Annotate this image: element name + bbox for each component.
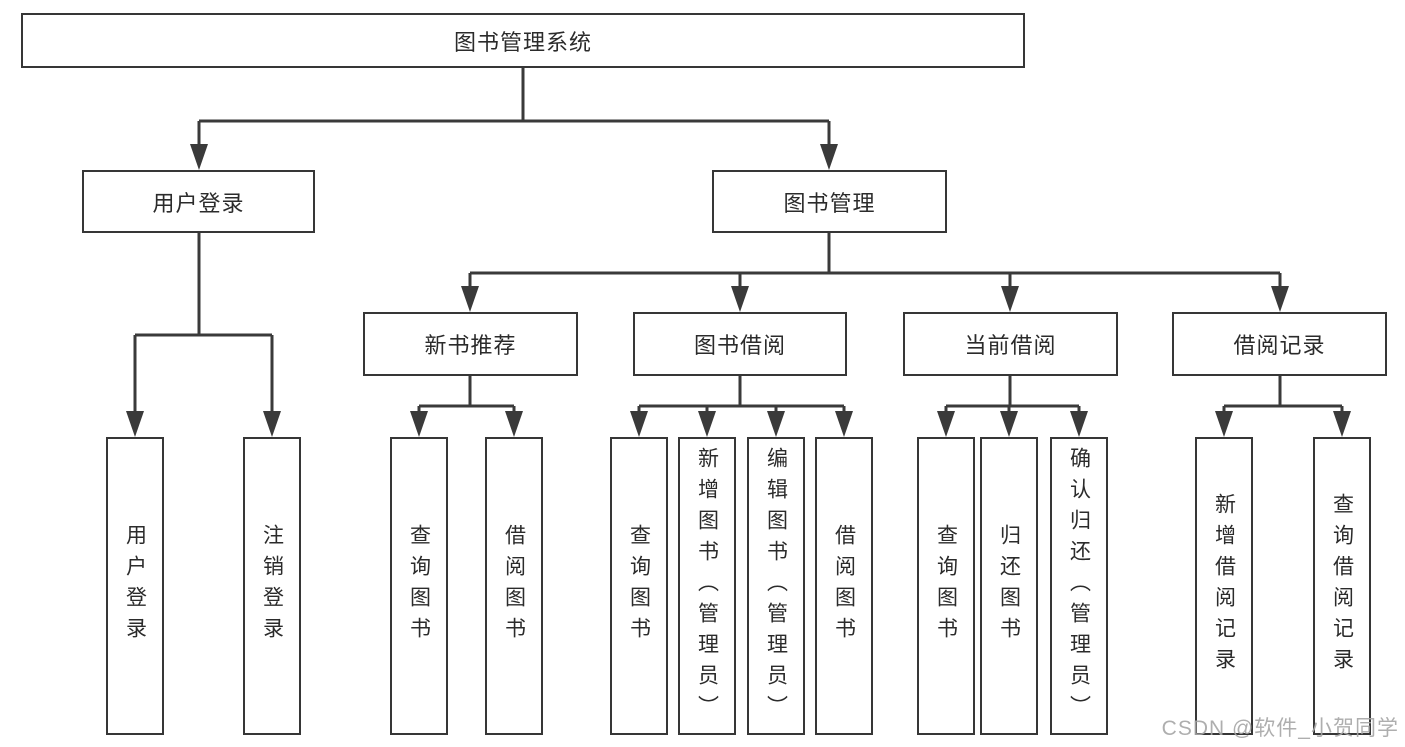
leaf-add-books-admin-label: 新增图书（管理员） bbox=[695, 446, 719, 726]
leaf-edit-books-admin-label: 编辑图书（管理员） bbox=[764, 446, 788, 726]
node-borrowing-records-label: 借阅记录 bbox=[1233, 333, 1326, 358]
leaf-borrow-books-recommend-label: 借阅图书 bbox=[502, 524, 526, 648]
leaf-borrow-books: 借阅图书 bbox=[815, 437, 873, 735]
node-book-management: 图书管理 bbox=[712, 170, 947, 233]
leaf-query-borrow-record: 查询借阅记录 bbox=[1313, 437, 1371, 735]
leaf-borrow-books-label: 借阅图书 bbox=[832, 524, 856, 648]
leaf-return-books-label: 归还图书 bbox=[997, 524, 1021, 648]
leaf-add-borrow-record-label: 新增借阅记录 bbox=[1212, 493, 1236, 679]
leaf-query-books-current: 查询图书 bbox=[917, 437, 975, 735]
leaf-confirm-return-admin: 确认归还（管理员） bbox=[1050, 437, 1108, 735]
leaf-user-login: 用户登录 bbox=[106, 437, 164, 735]
leaf-logout: 注销登录 bbox=[243, 437, 301, 735]
leaf-query-books-recommend-label: 查询图书 bbox=[407, 524, 431, 648]
leaf-query-borrow-record-label: 查询借阅记录 bbox=[1330, 493, 1354, 679]
node-current-borrowing-label: 当前借阅 bbox=[964, 333, 1057, 358]
leaf-confirm-return-admin-label: 确认归还（管理员） bbox=[1067, 446, 1091, 726]
node-book-borrowing: 图书借阅 bbox=[633, 312, 847, 376]
node-root-library-system: 图书管理系统 bbox=[21, 13, 1025, 68]
csdn-watermark: CSDN @软件_小贺同学 bbox=[1161, 717, 1399, 740]
node-book-management-label: 图书管理 bbox=[783, 190, 876, 216]
leaf-edit-books-admin: 编辑图书（管理员） bbox=[747, 437, 805, 735]
leaf-query-books-borrowing-label: 查询图书 bbox=[627, 524, 651, 648]
leaf-add-books-admin: 新增图书（管理员） bbox=[678, 437, 736, 735]
arrowhead-icons bbox=[126, 144, 1351, 437]
node-user-login-label: 用户登录 bbox=[152, 190, 245, 216]
leaf-logout-label: 注销登录 bbox=[260, 524, 284, 648]
leaf-return-books: 归还图书 bbox=[980, 437, 1038, 735]
node-borrowing-records: 借阅记录 bbox=[1172, 312, 1387, 376]
node-new-book-recommend: 新书推荐 bbox=[363, 312, 578, 376]
node-new-book-recommend-label: 新书推荐 bbox=[424, 333, 517, 358]
node-current-borrowing: 当前借阅 bbox=[903, 312, 1118, 376]
leaf-add-borrow-record: 新增借阅记录 bbox=[1195, 437, 1253, 735]
leaf-query-books-recommend: 查询图书 bbox=[390, 437, 448, 735]
leaf-borrow-books-recommend: 借阅图书 bbox=[485, 437, 543, 735]
leaf-query-books-borrowing: 查询图书 bbox=[610, 437, 668, 735]
leaf-user-login-label: 用户登录 bbox=[123, 524, 147, 648]
node-root-label: 图书管理系统 bbox=[453, 29, 592, 55]
node-book-borrowing-label: 图书借阅 bbox=[693, 333, 786, 358]
node-user-login: 用户登录 bbox=[82, 170, 315, 233]
leaf-query-books-current-label: 查询图书 bbox=[934, 524, 958, 648]
